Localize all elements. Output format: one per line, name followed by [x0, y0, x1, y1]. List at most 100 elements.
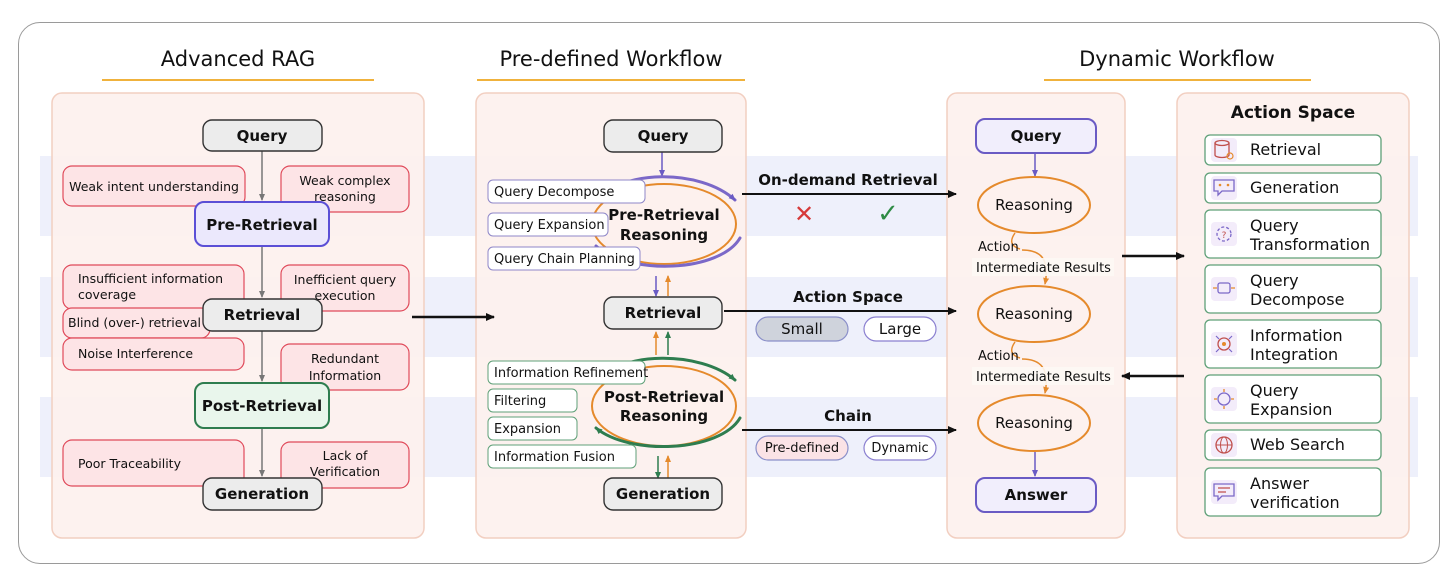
expansion-icon	[1211, 387, 1237, 411]
dynamic-flow: Query Reasoning Action Intermediate Resu…	[972, 118, 1114, 513]
transform-icon: ?	[1211, 222, 1237, 246]
action-item-query-expansion[interactable]	[1204, 374, 1382, 424]
integration-icon	[1211, 332, 1237, 356]
pre-generation-label: Generation	[616, 485, 710, 503]
action-item-query-decompose-line1: Query	[1250, 271, 1299, 290]
title-dynamic-workflow: Dynamic Workflow	[1079, 47, 1275, 71]
action-item-query-decompose[interactable]	[1204, 264, 1382, 314]
comparison: On-demand Retrieval ✕ ✓ Action Space Sma…	[724, 171, 957, 461]
globe-icon	[1211, 433, 1237, 457]
outer-frame	[18, 22, 1440, 564]
issue-redundant	[280, 343, 410, 391]
action-item-information-integration[interactable]	[1204, 319, 1382, 369]
action-space-panel: Action Space Retrieval Generation ? Quer…	[1204, 103, 1382, 517]
dyn-reasoning-1	[977, 176, 1091, 234]
adv-pre-retrieval-label: Pre-Retrieval	[206, 216, 317, 234]
dyn-intermediate-1-bg	[972, 258, 1114, 276]
pill-predefined-label: Pre-defined	[765, 441, 839, 456]
issue-weak-intent-label: Weak intent understanding	[69, 179, 239, 194]
adv-query-label: Query	[237, 127, 288, 145]
dyn-action-curve-1	[1010, 232, 1021, 250]
panel-action-space	[1176, 92, 1410, 539]
tag-filtering-label: Filtering	[494, 394, 546, 409]
issue-weak-complex-line1: Weak complex	[299, 173, 390, 188]
svg-text:?: ?	[1222, 231, 1227, 241]
tag-filtering	[487, 388, 578, 413]
check-mark-icon: ✓	[877, 199, 899, 229]
title-predefined-workflow: Pre-defined Workflow	[499, 47, 722, 71]
adv-query-node	[202, 119, 323, 152]
pre-retrieval-node	[603, 296, 723, 330]
tag-query-expansion	[487, 212, 609, 237]
action-item-generation[interactable]	[1204, 172, 1382, 204]
action-item-answer-verification-line1: Answer	[1250, 474, 1309, 493]
issue-poor-traceability-label: Poor Traceability	[78, 456, 182, 471]
dyn-action-curve-2	[1010, 341, 1021, 359]
post-tags: Information Refinement Filtering Expansi…	[487, 360, 648, 469]
pre-retrieval-label: Retrieval	[625, 304, 702, 322]
on-demand-label: On-demand Retrieval	[758, 171, 938, 189]
action-item-information-integration-line2: Integration	[1250, 345, 1338, 364]
cross-mark-icon: ✕	[794, 200, 814, 228]
pill-large	[863, 316, 937, 342]
issue-insufficient-line2: coverage	[78, 287, 136, 302]
issue-inefficient-line2: execution	[315, 288, 376, 303]
issue-redundant-line2: Information	[309, 368, 381, 383]
pre-reasoning-line1: Pre-Retrieval	[608, 206, 719, 224]
tag-query-chain-planning	[487, 246, 641, 271]
dyn-query-label: Query	[1011, 127, 1062, 145]
pre-query-node	[603, 119, 723, 153]
pill-dynamic-label: Dynamic	[871, 441, 928, 456]
pre-tags: Query Decompose Query Expansion Query Ch…	[487, 179, 646, 271]
database-icon	[1211, 138, 1237, 162]
chat-bot-icon	[1211, 176, 1237, 200]
action-item-generation-label: Generation	[1250, 178, 1339, 197]
action-item-information-integration-line1: Information	[1250, 326, 1343, 345]
pill-small-label: Small	[781, 320, 823, 338]
adv-pre-retrieval-node	[194, 201, 330, 247]
dyn-query-node	[975, 118, 1097, 154]
issue-noise	[62, 337, 245, 371]
adv-retrieval-label: Retrieval	[224, 306, 301, 324]
tag-query-decompose	[487, 179, 646, 204]
dyn-action-1-label: Action	[978, 240, 1019, 255]
post-reasoning-line2: Reasoning	[620, 407, 708, 425]
dyn-reasoning-2-label: Reasoning	[995, 305, 1073, 323]
issue-weak-complex-line2: reasoning	[314, 189, 376, 204]
post-reasoning-line1: Post-Retrieval	[604, 388, 724, 406]
action-item-query-transformation-line2: Transformation	[1249, 235, 1370, 254]
advanced-rag-flow: Weak intent understanding Weak complex r…	[62, 119, 410, 511]
action-item-answer-verification[interactable]	[1204, 467, 1382, 517]
tag-information-fusion-label: Information Fusion	[494, 450, 615, 465]
title-advanced-rag: Advanced RAG	[161, 47, 315, 71]
issue-weak-intent	[62, 165, 246, 207]
tag-expansion-label: Expansion	[494, 422, 561, 437]
tag-query-decompose-label: Query Decompose	[494, 185, 614, 200]
adv-retrieval-node	[202, 298, 323, 332]
action-item-query-decompose-line2: Decompose	[1250, 290, 1344, 309]
predefined-flow: Query Pre-Retrieval Reasoning Query Deco…	[487, 119, 742, 511]
pill-large-label: Large	[879, 320, 921, 338]
dyn-action-arrow-1	[1021, 249, 1050, 285]
action-item-retrieval[interactable]	[1204, 134, 1382, 166]
issue-poor-traceability	[62, 439, 245, 487]
action-item-query-expansion-line2: Expansion	[1250, 400, 1332, 419]
dyn-action-arrow-2	[1021, 358, 1050, 394]
pre-reasoning-line2: Reasoning	[620, 226, 708, 244]
issue-lack-verification-line2: Verification	[310, 464, 380, 479]
issue-insufficient-line1: Insufficient information	[78, 271, 223, 286]
dyn-action-2-label: Action	[978, 349, 1019, 364]
dyn-intermediate-2-bg	[972, 367, 1114, 385]
action-item-query-transformation[interactable]	[1204, 209, 1382, 259]
dyn-reasoning-2	[977, 285, 1091, 343]
action-item-retrieval-label: Retrieval	[1250, 140, 1321, 159]
issue-noise-label: Noise Interference	[78, 346, 193, 361]
issue-weak-complex	[280, 165, 410, 213]
decompose-icon	[1211, 277, 1237, 301]
dyn-answer-label: Answer	[1005, 486, 1068, 504]
dyn-intermediate-2-label: Intermediate Results	[976, 370, 1111, 385]
action-space-compare-label: Action Space	[793, 288, 903, 306]
dyn-reasoning-3-label: Reasoning	[995, 414, 1073, 432]
action-item-web-search[interactable]	[1204, 429, 1382, 461]
